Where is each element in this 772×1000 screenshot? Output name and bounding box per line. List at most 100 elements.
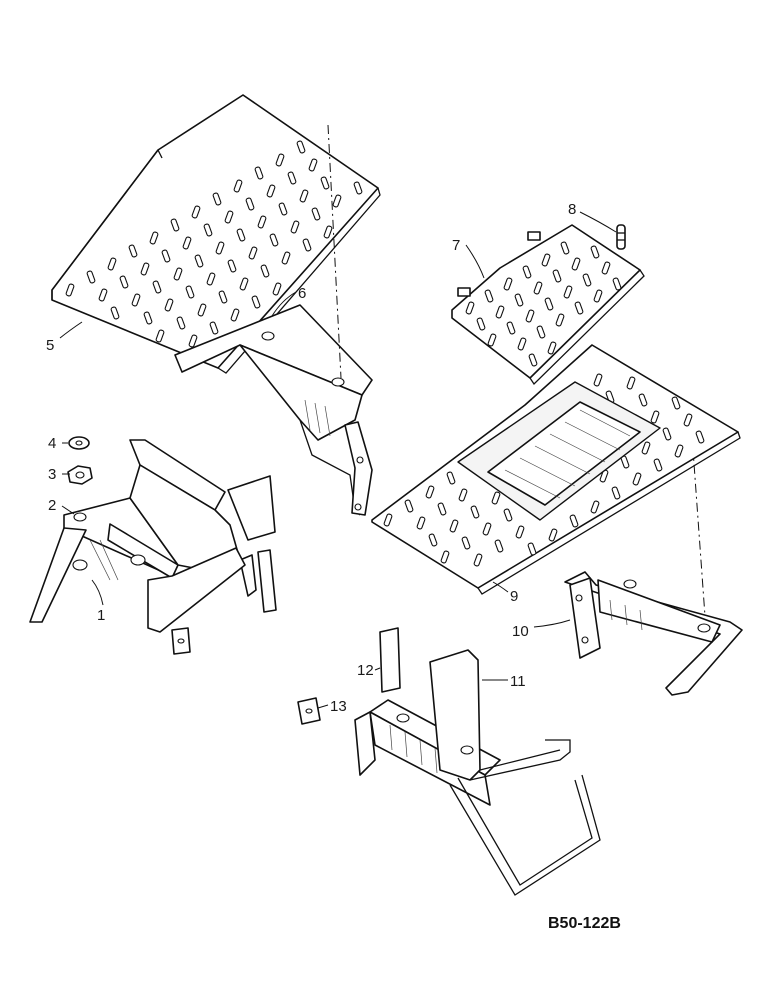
tread-slot: [612, 277, 622, 291]
tread-slot: [152, 280, 162, 294]
tread-slot: [176, 316, 186, 330]
callout-7: 7: [452, 237, 460, 254]
frame-bracket-1: [29, 439, 276, 633]
tread-slot: [224, 210, 234, 224]
tread-slot: [197, 303, 207, 317]
tread-slot: [569, 514, 579, 528]
tread-slot: [514, 293, 524, 307]
tread-slot: [590, 245, 600, 259]
tread-slot: [563, 285, 573, 299]
support-bracket-6: [174, 304, 373, 516]
leader-lines: [59, 211, 617, 709]
tread-slot: [503, 277, 513, 291]
tread-slot: [582, 273, 592, 287]
tread-slot: [149, 231, 159, 245]
callout-11: 11: [510, 673, 526, 690]
tread-slot: [560, 241, 570, 255]
tread-slot: [528, 353, 538, 367]
callout-4: 4: [48, 435, 56, 452]
tread-slot: [404, 499, 414, 513]
tread-slot: [555, 313, 565, 327]
tread-slot: [296, 140, 306, 154]
nut-3: [67, 465, 93, 485]
tread-slot: [287, 171, 297, 185]
tread-slot: [236, 228, 246, 242]
tread-slot: [320, 176, 330, 190]
tread-slot: [425, 485, 435, 499]
tread-slot: [98, 288, 108, 302]
tread-slot: [626, 376, 636, 390]
tread-slot: [671, 396, 681, 410]
tread-slot: [446, 471, 456, 485]
tread-slot: [437, 502, 447, 516]
tread-slot: [662, 427, 672, 441]
tread-slot: [128, 244, 138, 258]
tread-slot: [416, 516, 426, 530]
tread-slot: [131, 293, 141, 307]
tread-slot: [269, 233, 279, 247]
tread-slot: [611, 486, 621, 500]
tread-slot: [203, 223, 213, 237]
tread-slot: [257, 215, 267, 229]
tread-slot: [601, 261, 611, 275]
tread-slot: [212, 192, 222, 206]
tread-slot: [517, 337, 527, 351]
tread-slot: [110, 306, 120, 320]
tread-slot: [495, 305, 505, 319]
tread-slot: [653, 458, 663, 472]
tread-slot: [86, 270, 96, 284]
washer-4: [68, 436, 90, 450]
tread-slot: [506, 321, 516, 335]
tread-slot: [230, 308, 240, 322]
tread-slot: [590, 500, 600, 514]
step-bracket-11: [354, 649, 601, 896]
callout-6: 6: [298, 285, 306, 302]
callout-1: 1: [97, 607, 105, 624]
tread-slot: [251, 295, 261, 309]
tread-slot: [548, 528, 558, 542]
tread-slot: [65, 283, 75, 297]
tread-slot: [383, 513, 393, 527]
tread-slot: [248, 246, 258, 260]
tread-slot: [140, 262, 150, 276]
tread-slot: [290, 220, 300, 234]
tread-slot: [233, 179, 243, 193]
tread-slot: [599, 469, 609, 483]
tread-slot: [206, 272, 216, 286]
drawing-code: B50-122B: [548, 915, 621, 932]
tread-slot: [571, 257, 581, 271]
tread-slot: [272, 282, 282, 296]
tread-slot: [239, 277, 249, 291]
tread-slot: [515, 525, 525, 539]
tread-slot: [641, 441, 651, 455]
tread-slot: [465, 301, 475, 315]
tread-slot: [440, 550, 450, 564]
tread-slot: [278, 202, 288, 216]
tread-slot: [473, 553, 483, 567]
tread-slot: [164, 298, 174, 312]
tread-slot: [155, 329, 165, 343]
alignment-line-left: [327, 124, 342, 379]
tread-slot: [191, 205, 201, 219]
shim-12: [379, 627, 401, 693]
tread-slot: [275, 153, 285, 167]
tread-slot: [461, 536, 471, 550]
tread-slot: [552, 269, 562, 283]
tread-slot: [522, 265, 532, 279]
tread-slot: [260, 264, 270, 278]
tread-slot: [470, 505, 480, 519]
support-bracket-10: [564, 571, 743, 696]
callout-8: 8: [568, 201, 576, 218]
tread-slot: [491, 491, 501, 505]
shim-13: [297, 697, 321, 725]
checker-plate-cover-7: [451, 224, 645, 386]
tread-slot: [650, 410, 660, 424]
tread-slot: [245, 197, 255, 211]
tread-slot: [107, 257, 117, 271]
tread-slot: [428, 533, 438, 547]
tread-slot: [533, 281, 543, 295]
tread-slot: [281, 251, 291, 265]
tread-slot: [458, 488, 468, 502]
tread-slot: [541, 253, 551, 267]
